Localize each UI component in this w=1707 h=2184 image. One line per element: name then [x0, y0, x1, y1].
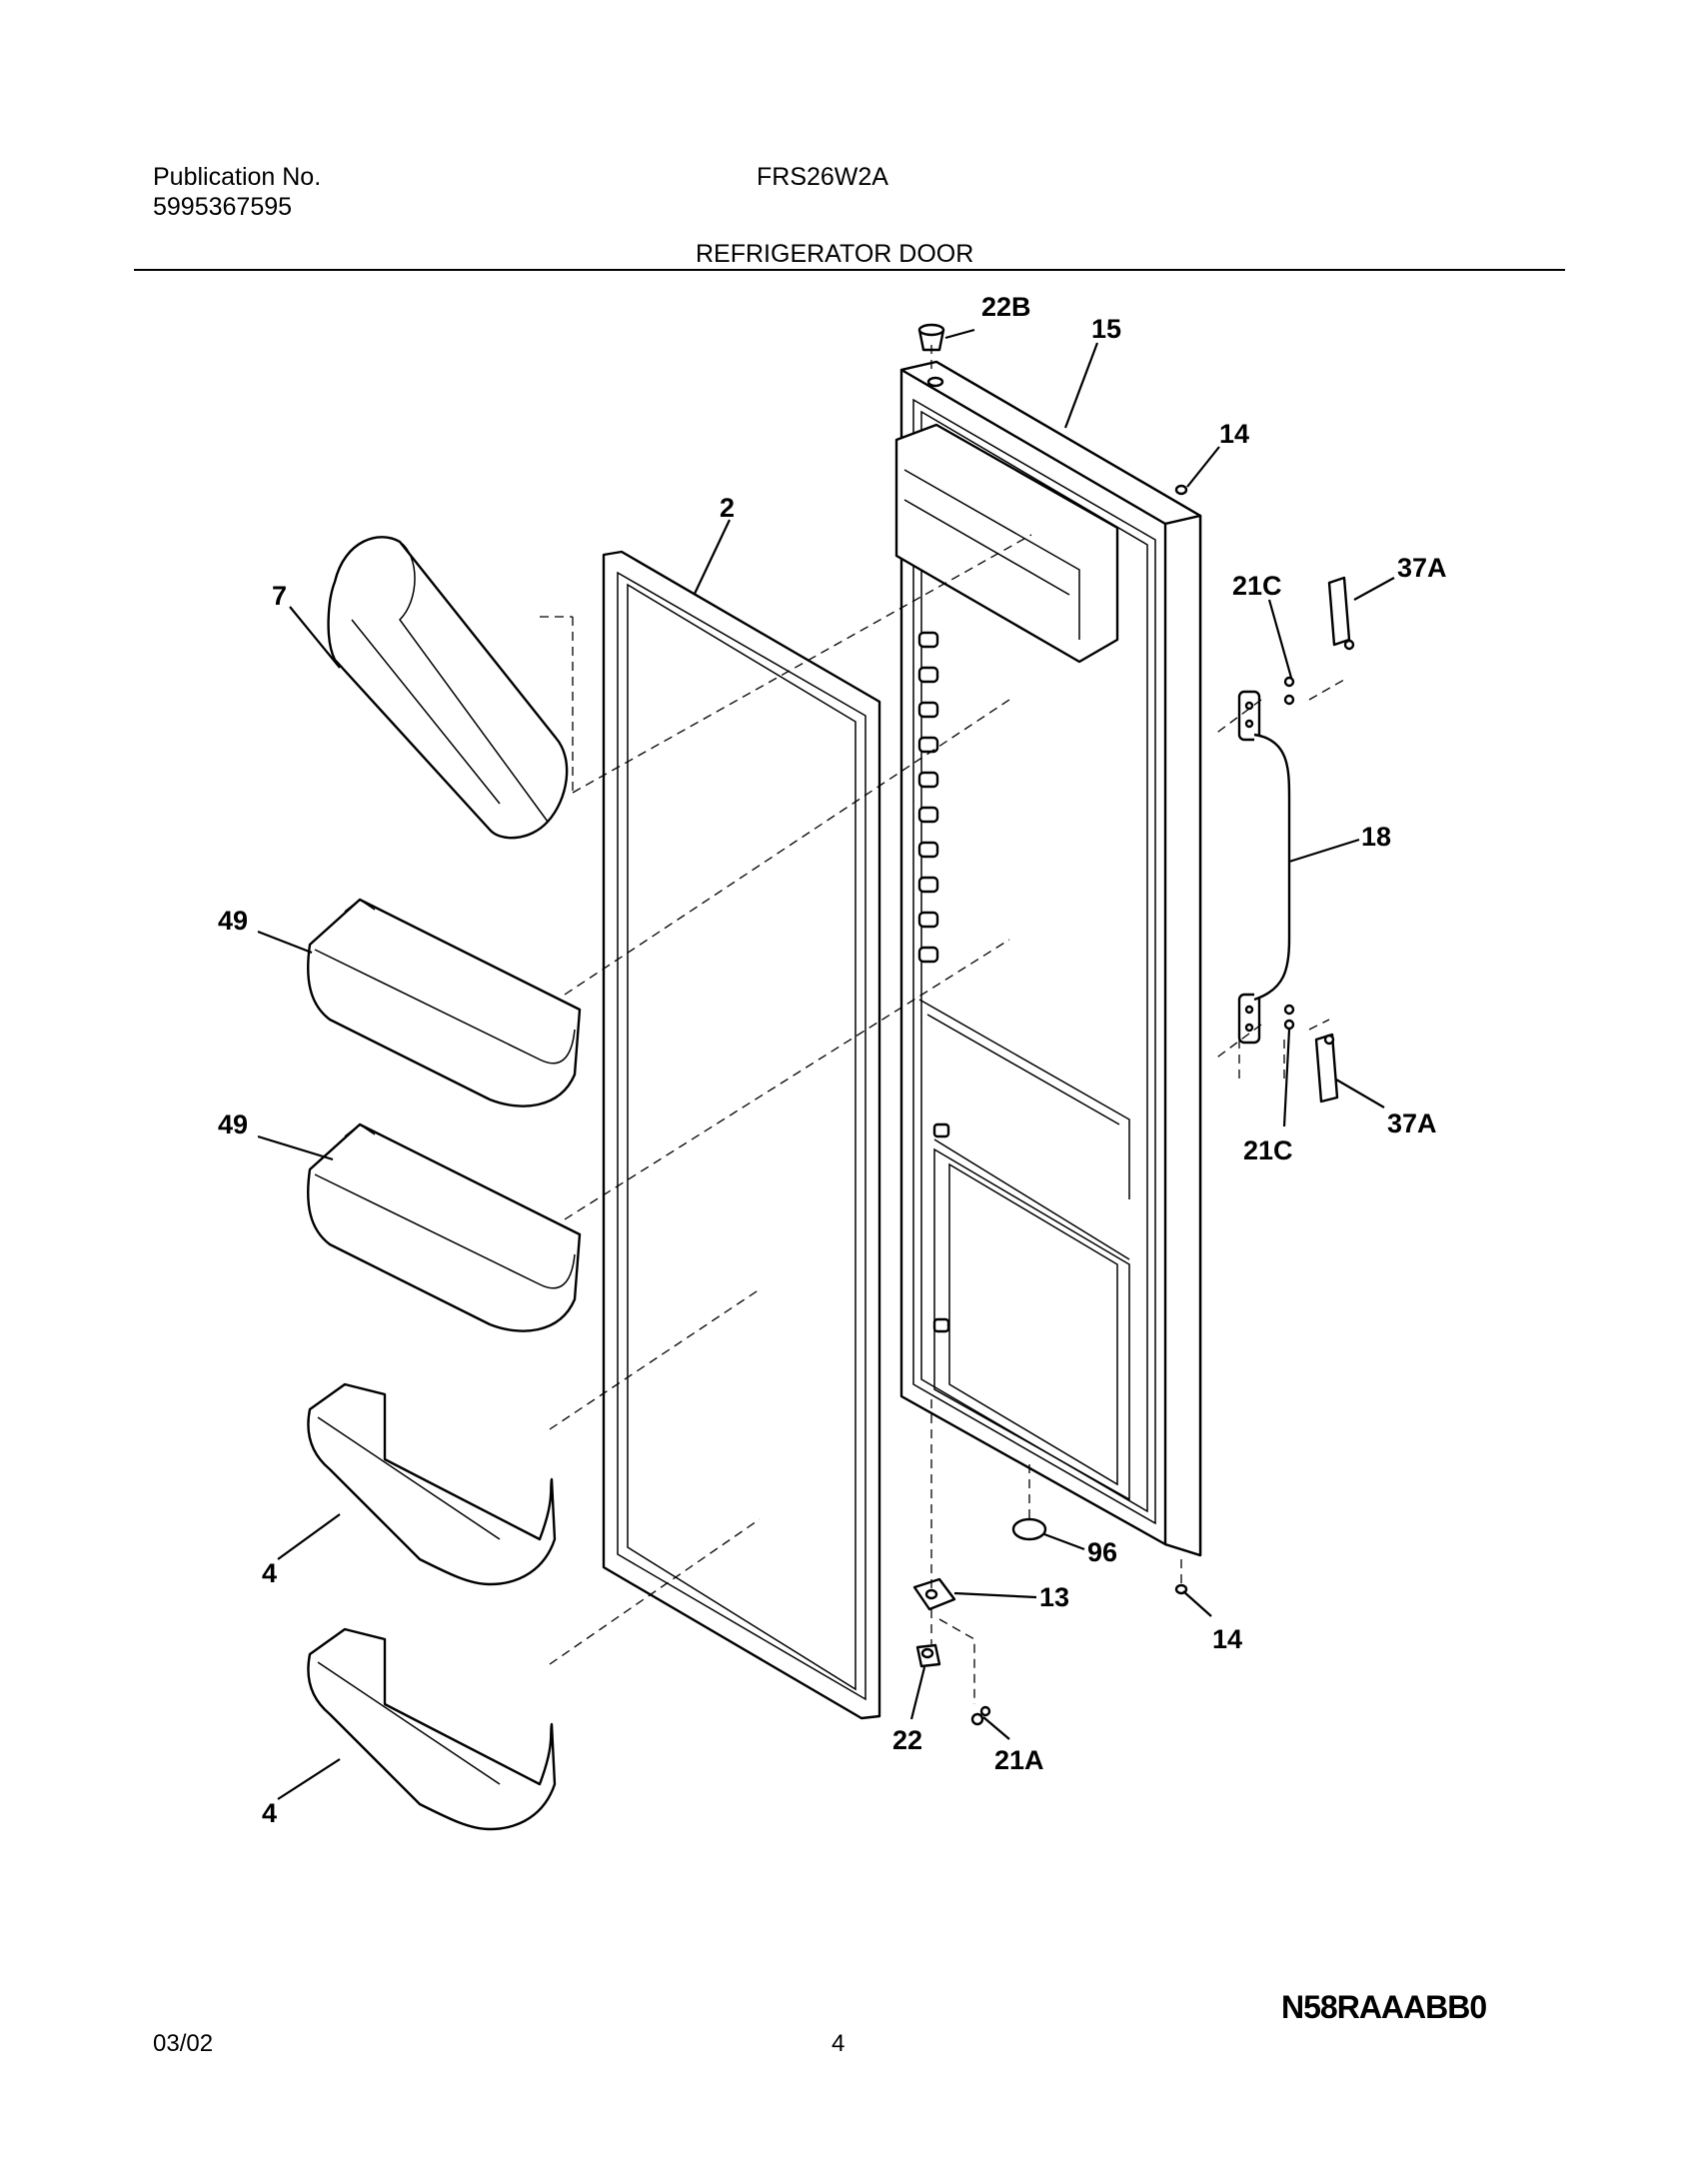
section-title: REFRIGERATOR DOOR [696, 240, 974, 268]
top-hinge-bushing [917, 323, 945, 352]
drawing-code: N58RAAABB0 [1281, 1989, 1487, 2025]
footer-date: 03/02 [153, 2030, 214, 2057]
callout-37A-top: 37A [1397, 553, 1447, 583]
door-shelf-upper [307, 1382, 557, 1586]
callout-21A: 21A [994, 1745, 1044, 1775]
leader-lines [257, 328, 1395, 1800]
model-number: FRS26W2A [757, 163, 888, 191]
explode-lines [540, 345, 1345, 1704]
handle-end-cap-top [1327, 576, 1355, 651]
page-number: 4 [832, 2030, 846, 2057]
callout-49-b: 49 [218, 1109, 248, 1139]
bushing-22 [915, 1643, 941, 1668]
callout-21C-top: 21C [1232, 571, 1282, 601]
callout-14-top: 14 [1219, 419, 1249, 449]
callout-14-bottom: 14 [1212, 1624, 1242, 1654]
callout-22: 22 [892, 1725, 922, 1755]
screw-14-top [1174, 484, 1188, 496]
callout-2: 2 [720, 493, 735, 523]
callout-4-b: 4 [262, 1798, 277, 1828]
callout-labels: 22B 15 14 2 7 21C 37A 18 49 49 21C 37A 9… [218, 292, 1447, 1828]
dairy-compartment [327, 536, 569, 840]
callout-96: 96 [1087, 1537, 1117, 1567]
shelf-studs [917, 631, 950, 1333]
door-bin-upper [307, 898, 582, 1107]
callout-49-a: 49 [218, 906, 248, 936]
callout-7: 7 [272, 581, 287, 611]
door-liner [894, 360, 1202, 1557]
header-rule [134, 269, 1565, 271]
callout-21C-bottom: 21C [1243, 1135, 1293, 1165]
door-handle [1237, 690, 1291, 1045]
callout-13: 13 [1039, 1582, 1069, 1612]
plug-96 [1011, 1517, 1047, 1541]
bottom-hinge-13 [912, 1577, 956, 1611]
screws-21a [970, 1705, 991, 1726]
door-shelf-lower [307, 1627, 557, 1831]
publication-number: 5995367595 [153, 193, 293, 221]
publication-label: Publication No. [153, 163, 322, 191]
callout-4-a: 4 [262, 1558, 277, 1588]
callout-15: 15 [1091, 314, 1121, 344]
handle-end-cap-bottom [1314, 1033, 1339, 1103]
door-gasket [602, 550, 881, 1720]
screws-21c [1283, 676, 1295, 1031]
callout-22B: 22B [981, 292, 1031, 322]
door-bin-lower [307, 1122, 582, 1332]
callout-37A-bottom: 37A [1387, 1108, 1437, 1138]
callout-18: 18 [1361, 822, 1391, 852]
